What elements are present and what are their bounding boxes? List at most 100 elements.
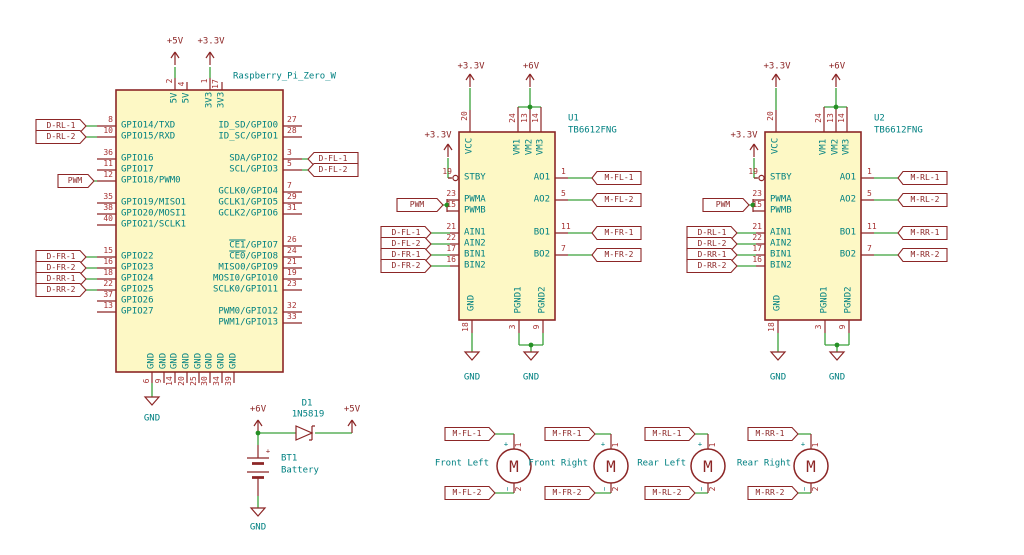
power-arrow-icon [170,51,180,66]
pin-number: 1 [611,442,620,448]
motor-name: Rear Right [736,458,791,469]
pin-name: GPIO26 [121,295,154,306]
net-label-tags [35,118,948,501]
pin-name: STBY [770,172,792,183]
net-label: D-FR-2 [391,261,421,270]
pin-number: 18 [103,268,113,277]
ground-icon [829,351,845,361]
net-label: M-FL-1 [604,173,634,182]
motor-circle [593,448,629,484]
net-label: PWM [409,200,425,209]
motor-circle [496,448,532,484]
pin-number: 13 [520,113,529,123]
pin-name: GPIO14/TXD [121,120,176,131]
rpi-chip-body [115,89,284,373]
ground-label: GND [463,372,481,383]
pin-number: 3 [287,148,292,157]
pin-number: 22 [103,279,113,288]
net-label: D-RR-2 [697,261,727,270]
pin-name: 3V3 [204,91,215,109]
pin-number: 2 [611,486,620,492]
polarity-plus-mark: + [503,440,509,449]
pin-name: AO1 [839,172,856,183]
net-label: M-RR-1 [910,228,940,237]
pin-name: GND [204,352,215,370]
pin-name-overlined: CE1 [229,240,246,251]
pin-number: 20 [766,111,775,121]
pin-number: 1 [514,442,523,448]
pin-number: 23 [446,189,456,198]
polarity-plus-mark: + [800,440,806,449]
pin-name: STBY [464,172,486,183]
pins-and-symbols [97,51,874,517]
pin-number: 22 [752,233,762,242]
net-label: M-FL-2 [452,488,482,497]
pin-name: GPIO22 [121,251,154,262]
pin-name: GPIO15/RXD [121,131,176,142]
ground-icon [250,507,266,517]
pin-number: 20 [460,111,469,121]
ground-label: GND [522,372,540,383]
ground-label: GND [828,372,846,383]
pin-number: 1 [708,442,717,448]
motor-circle [690,448,726,484]
polarity-minus-mark: − [503,486,512,492]
pin-name: 5V [181,92,192,104]
pin-number: 16 [103,257,113,266]
chip-ref: U1 [568,113,579,124]
pin-number: 20 [177,376,186,386]
pin-number: 9 [838,324,847,330]
pin-number: 28 [287,126,297,135]
pin-number: 7 [287,181,292,190]
battery-plates-thick [252,462,264,479]
pin-number: 1 [561,167,566,176]
pin-number: 5 [561,189,566,198]
net-label: D-FR-2 [46,263,76,272]
net-label: M-RR-2 [755,488,785,497]
polarity-minus-mark: − [697,486,706,492]
net-label: D-FL-1 [391,228,421,237]
pin-number: 33 [287,312,297,321]
power-label: +3.3V [763,61,791,72]
power-arrow-icon [205,51,215,66]
pin-number: 1 [867,167,872,176]
polarity-minus-mark: − [600,486,609,492]
pin-name: GPIO19/MISO1 [121,197,187,208]
net-label: PWM [715,200,731,209]
pin-number: 2 [514,486,523,492]
ground-label: GND [249,522,267,533]
pin-name: GND [772,294,783,312]
pin-name: AO2 [533,194,550,205]
pin-name: GCLK1/GPIO5 [218,197,278,208]
pin-number: 3 [508,324,517,330]
net-label: D-RR-2 [46,285,76,294]
pin-number: 13 [826,113,835,123]
pin-name: GPIO27 [121,306,154,317]
pin-name: MOSI0/GPIO10 [212,273,278,284]
pin-name: VCC [464,137,475,155]
power-label: +5V [343,404,361,415]
motor-name: Rear Left [637,458,686,469]
inverted-pin-bubble [758,174,765,182]
pin-name: BO2 [839,249,856,260]
net-label: D-FR-1 [391,250,421,259]
pin-name: AIN1 [464,227,486,238]
net-label: D-RL-1 [697,228,727,237]
pin-number: 26 [287,235,297,244]
pin-number: 21 [287,257,297,266]
pin-name: GND [216,352,227,370]
power-arrow-icon [831,73,841,88]
power-arrow-icon [525,73,535,88]
pin-number: 16 [752,255,762,264]
pin-number: 34 [212,376,221,386]
motor-m-glyph: M [509,457,519,476]
motor-name: Front Left [434,458,489,469]
pin-name: 3V3 [216,91,227,109]
diode-symbol [295,425,315,441]
u1-chip-body [458,131,556,321]
pin-number: 19 [442,167,452,176]
pin-number: 7 [867,244,872,253]
pin-number: 18 [461,322,470,332]
net-label: M-FL-2 [604,195,634,204]
pin-number: 29 [287,192,297,201]
